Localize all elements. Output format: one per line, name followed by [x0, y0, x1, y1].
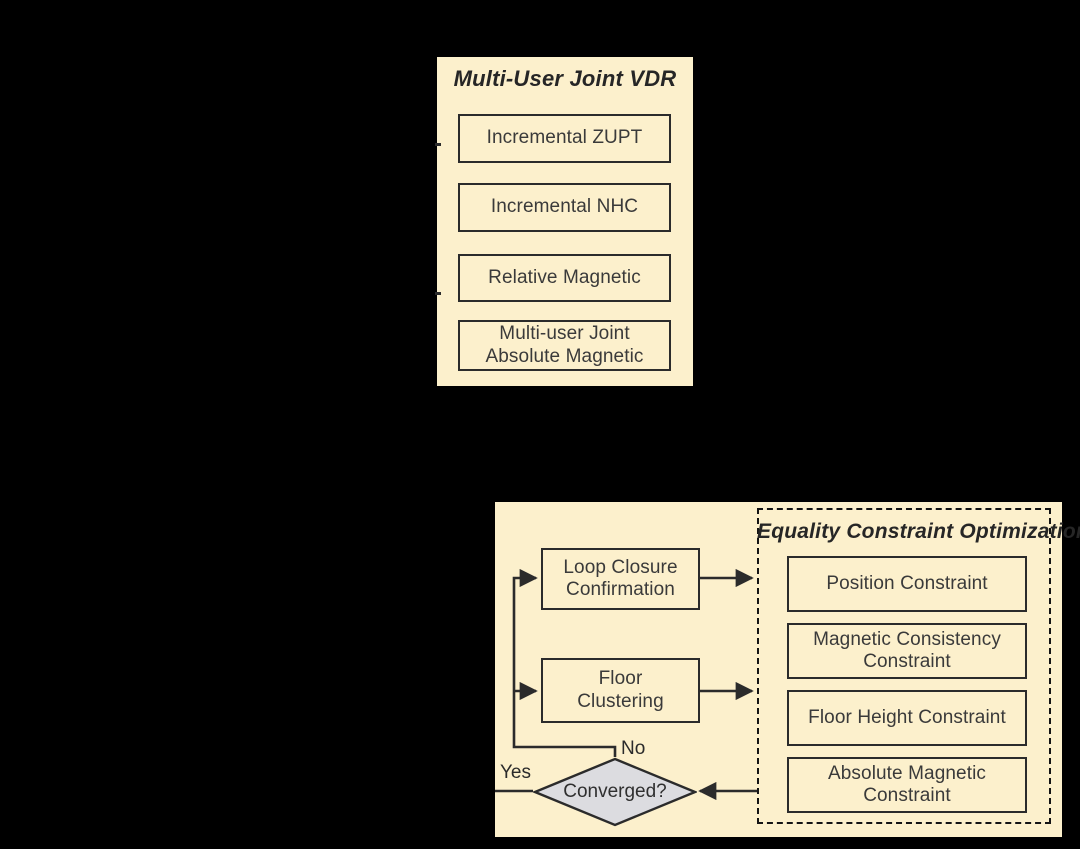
decision-converged[interactable]: Converged?	[531, 757, 699, 827]
constraint-position[interactable]: Position Constraint	[787, 556, 1027, 612]
process-floor-clustering[interactable]: Floor Clustering	[541, 658, 700, 723]
constraint-absolute-magnetic[interactable]: Absolute Magnetic Constraint	[787, 757, 1027, 813]
vdr-item-incremental-nhc[interactable]: Incremental NHC	[458, 183, 671, 232]
process-loop-closure-confirmation[interactable]: Loop Closure Confirmation	[541, 548, 700, 610]
vdr-panel-title: Multi-User Joint VDR	[453, 66, 677, 91]
equality-constraint-optimization-group	[757, 508, 1051, 824]
constraint-magnetic-consistency[interactable]: Magnetic Consistency Constraint	[787, 623, 1027, 679]
vdr-item-multiuser-joint-absolute-magnetic[interactable]: Multi-user Joint Absolute Magnetic	[458, 320, 671, 371]
vdr-item-relative-magnetic[interactable]: Relative Magnetic	[458, 254, 671, 302]
vdr-inbound-stub-upper	[435, 143, 441, 146]
equality-constraint-optimization-title: Equality Constraint Optimization	[757, 520, 1080, 543]
decision-yes-label: Yes	[500, 762, 531, 783]
decision-diamond-shape	[531, 757, 699, 827]
vdr-inbound-stub-lower	[435, 292, 441, 295]
decision-no-label: No	[621, 738, 646, 759]
constraint-floor-height[interactable]: Floor Height Constraint	[787, 690, 1027, 746]
vdr-item-incremental-zupt[interactable]: Incremental ZUPT	[458, 114, 671, 163]
